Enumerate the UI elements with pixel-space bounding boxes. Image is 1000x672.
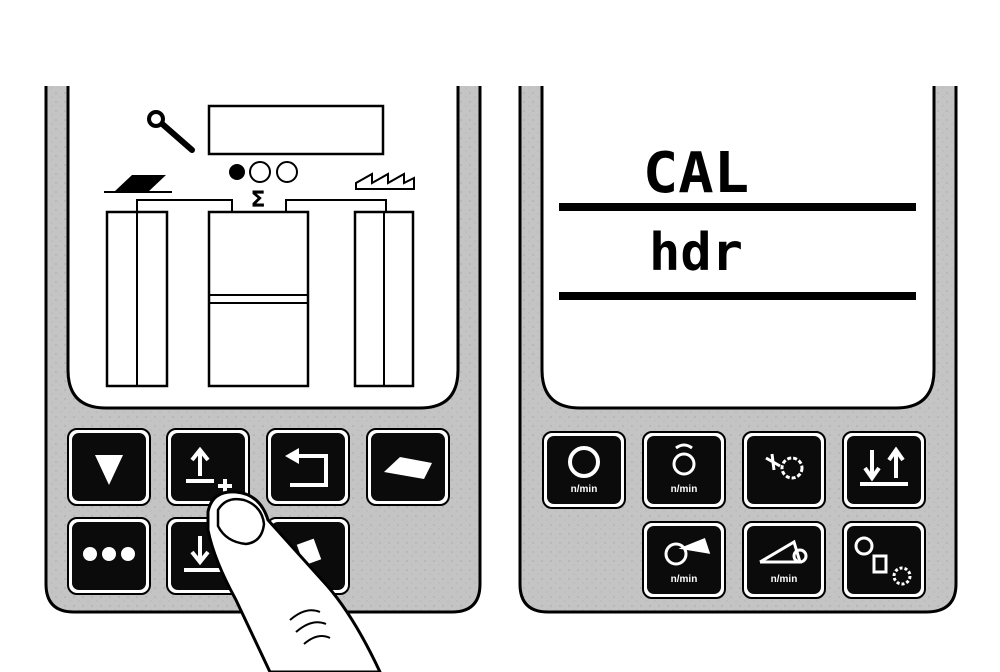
display-divider-2 [559,292,916,300]
rotor-icon [672,443,696,476]
fan-speed-caption: n/min [671,574,698,585]
left-control-panel: Σ [44,86,482,672]
connector-right [285,199,387,212]
display-line-2: hdr [649,223,743,283]
display-line-1: CAL [643,140,749,205]
fan-speed-button[interactable]: n/min [642,521,726,599]
star-gear-icon [765,453,804,480]
right-control-panel: CAL hdr n/min n/min [518,86,958,614]
width-icon [104,175,172,193]
sawtooth-icon [355,172,415,190]
connector-left [136,199,233,212]
right-display: CAL hdr [559,140,916,300]
wrench-icon [147,110,195,153]
pto-speed-caption: n/min [571,484,598,495]
dots-button[interactable] [67,517,151,595]
sum-icon: Σ [250,188,265,213]
star-gear-button[interactable] [742,431,826,509]
field-button[interactable] [366,428,450,506]
return-arrow-icon [285,448,328,487]
rotor-speed-caption: n/min [671,484,698,495]
left-display: Σ [104,104,415,388]
fan-icon [664,538,711,566]
right-bar [353,210,415,388]
pto-speed-button[interactable]: n/min [542,431,626,509]
value-box [207,104,385,156]
ring-icon [568,446,600,478]
up-down-button[interactable] [842,431,926,509]
raise-plus-button[interactable] [166,428,250,506]
gearbox-button[interactable] [842,521,926,599]
wheel-icon [759,539,808,564]
section-indicator-icon [229,161,298,183]
left-bar [105,210,169,388]
wheel-speed-caption: n/min [771,574,798,585]
display-divider-1 [559,203,916,211]
pointing-finger-icon [206,490,382,672]
return-button[interactable] [266,428,350,506]
right-screen [540,86,936,410]
rotor-speed-button[interactable]: n/min [642,431,726,509]
down-triangle-icon [95,455,123,485]
wheel-speed-button[interactable]: n/min [742,521,826,599]
three-dots-icon [83,547,135,561]
center-bar [207,210,310,388]
gears-icon [854,536,912,586]
field-icon [384,457,432,479]
arrow-up-plus-icon [186,446,232,493]
down-button[interactable] [67,428,151,506]
up-down-arrows-icon [860,446,908,486]
